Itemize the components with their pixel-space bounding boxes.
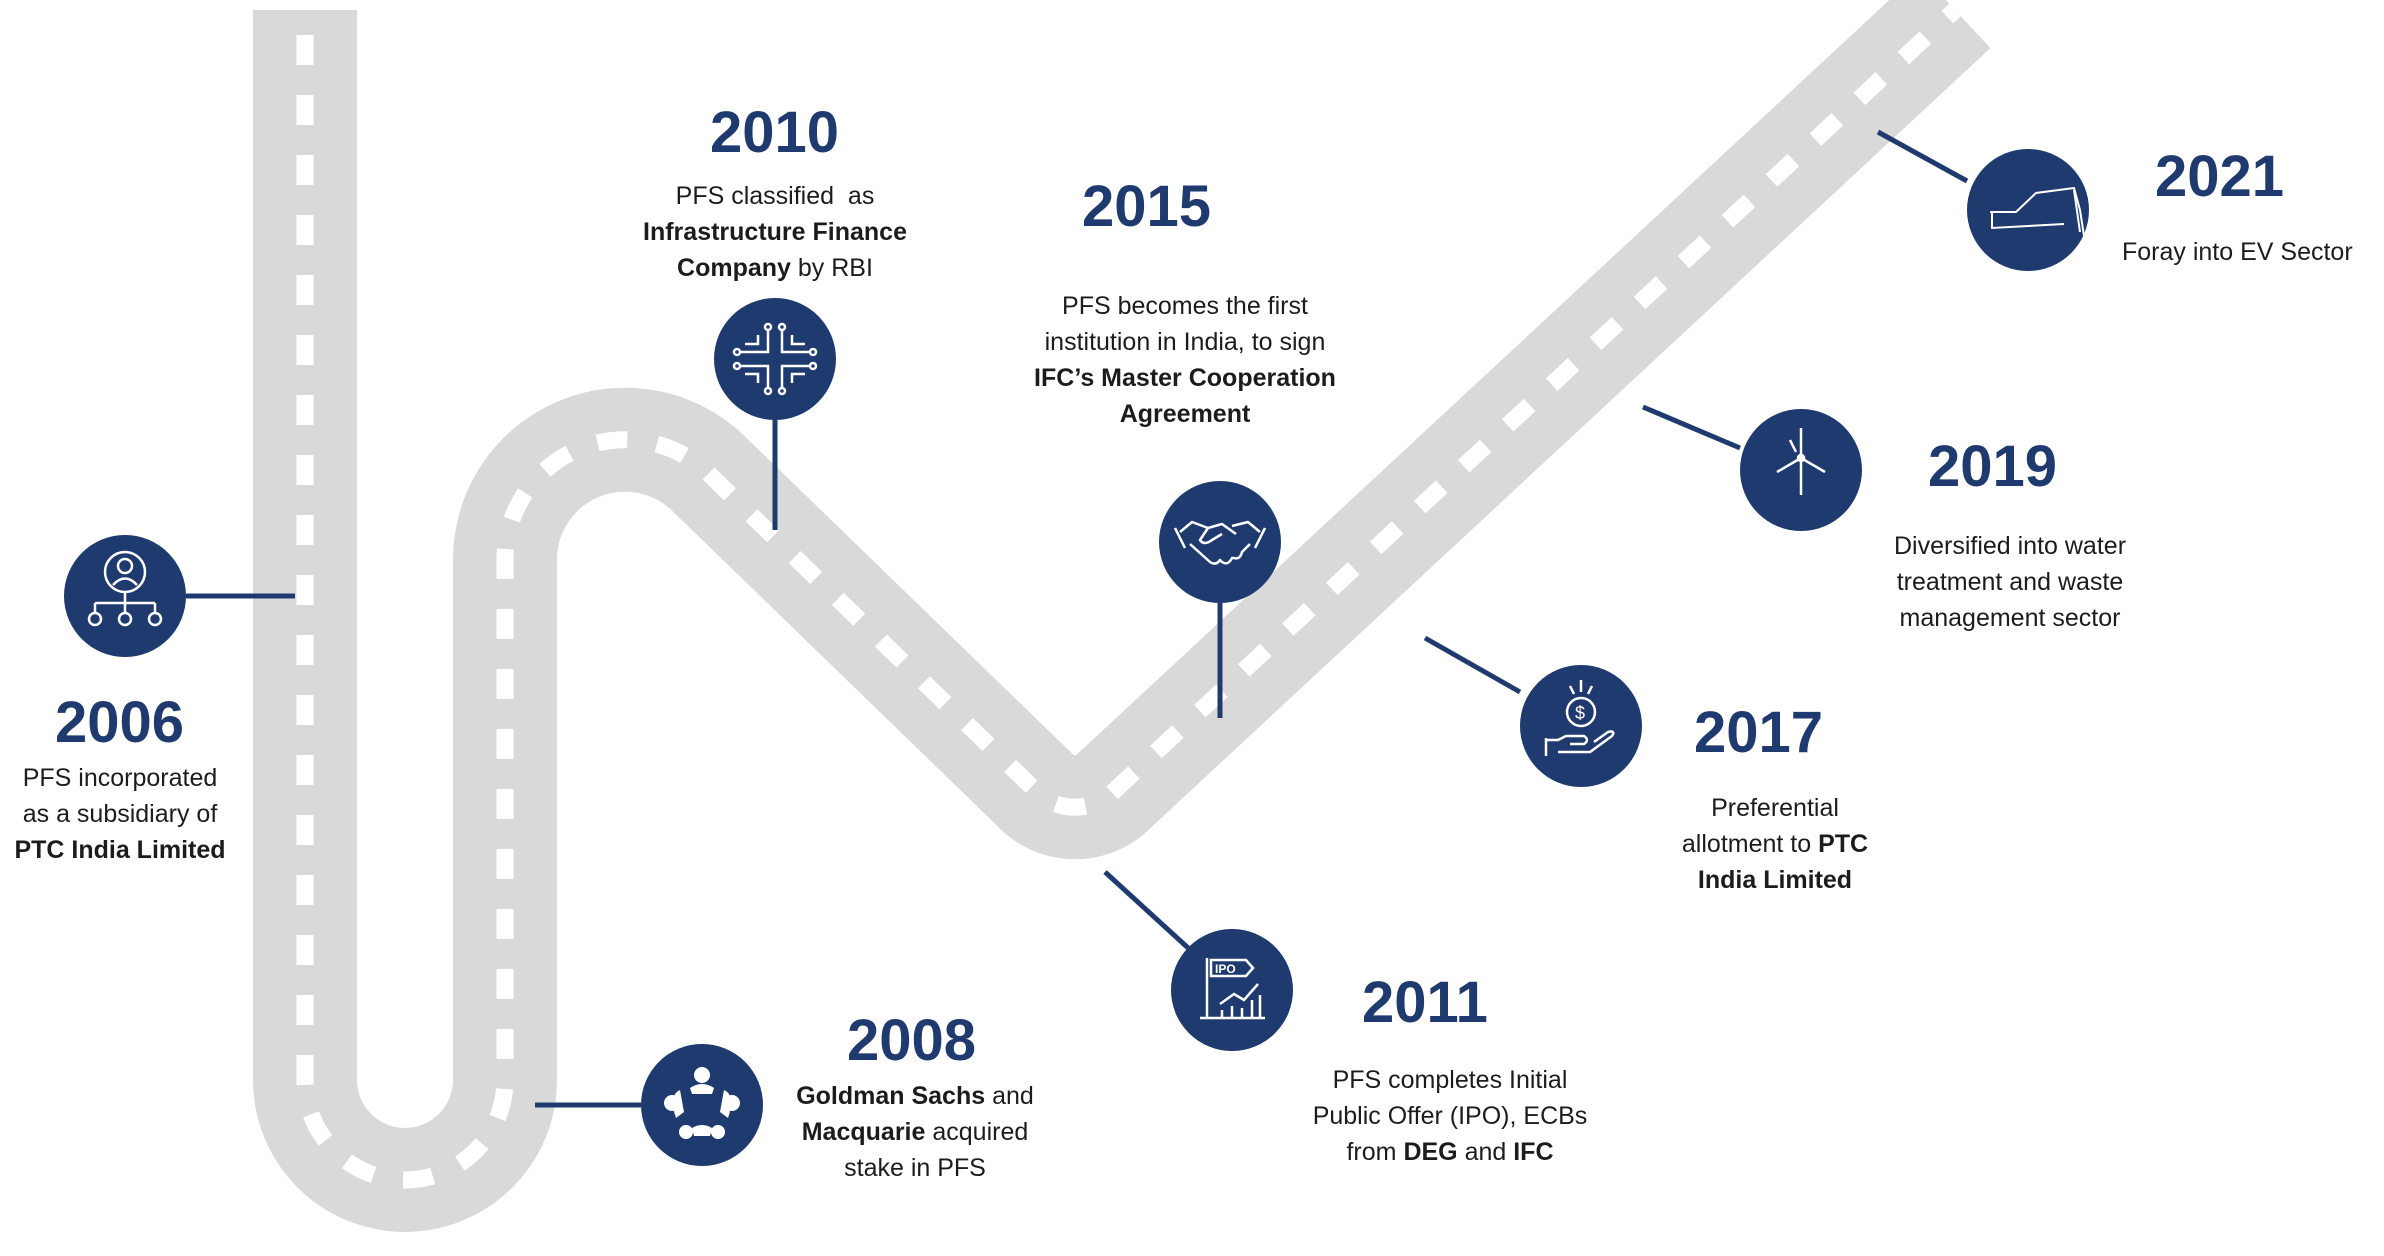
milestone-2008-line3: stake in PFS — [844, 1154, 986, 1182]
milestone-2006-line1: PFS incorporated — [22, 764, 218, 792]
milestone-2010-description: PFS classified as Infrastructure Finance… — [620, 178, 930, 286]
milestone-2006-line3: PTC India Limited — [14, 836, 226, 864]
milestone-2015-year: 2015 — [1082, 174, 1212, 239]
team-circle-icon — [664, 1067, 740, 1139]
milestone-2011-year: 2011 — [1362, 970, 1488, 1035]
milestone-2008-description: Goldman Sachs and Macquarie acquired sta… — [770, 1078, 1060, 1186]
milestone-2011-line3-pre: from — [1346, 1138, 1404, 1166]
circuit-icon — [732, 322, 818, 396]
milestone-2021-line1: Foray into EV Sector — [2122, 238, 2353, 266]
milestone-2019-icon — [1740, 409, 1862, 531]
milestone-2017-icon: $ — [1520, 665, 1642, 787]
milestone-2021-icon — [1967, 149, 2089, 271]
milestone-2015-line4: Agreement — [1119, 400, 1251, 428]
milestone-2017-line3: India Limited — [1697, 866, 1853, 894]
milestone-2008-icon — [641, 1044, 763, 1166]
milestone-2017-description: Preferential allotment to PTC India Limi… — [1630, 790, 1920, 898]
milestone-2010-line1: PFS classified as — [675, 182, 875, 210]
connector-2021 — [1876, 129, 1969, 184]
ipo-chart-icon: IPO — [1200, 958, 1265, 1020]
milestone-2008-year: 2008 — [847, 1008, 977, 1073]
milestone-2019-description: Diversified into water treatment and was… — [1860, 528, 2160, 636]
connector-2017 — [1423, 635, 1522, 695]
milestone-2015-line2: institution in India, to sign — [1044, 328, 1326, 356]
milestone-2019-line3: management sector — [1899, 604, 2121, 632]
milestone-2015-line1: PFS becomes the first — [1062, 292, 1308, 320]
milestone-2019-year: 2019 — [1928, 434, 2058, 499]
milestone-2011-line3-mid: and — [1457, 1138, 1514, 1166]
milestone-2006-line2: as a subsidiary of — [22, 800, 218, 828]
milestone-2015-line3: IFC’s Master Cooperation — [1034, 364, 1336, 392]
milestone-2017-year: 2017 — [1694, 700, 1824, 765]
milestone-2011-line1: PFS completes Initial — [1332, 1066, 1568, 1094]
milestone-2010-line3-bold: Company — [677, 254, 791, 282]
milestone-2010-icon — [714, 298, 836, 420]
handshake-icon — [1173, 520, 1267, 565]
svg-text:IPO: IPO — [1215, 962, 1236, 976]
ev-car-icon — [1990, 186, 2085, 237]
milestone-2015-icon — [1159, 481, 1281, 603]
milestone-2011-icon: IPO — [1171, 929, 1293, 1051]
connector-2011 — [1103, 870, 1200, 959]
connector-2019 — [1642, 404, 1741, 451]
svg-text:$: $ — [1575, 703, 1585, 723]
milestone-2011-line2: Public Offer (IPO), ECBs — [1312, 1102, 1588, 1130]
milestone-2011-line3-bold2: IFC — [1513, 1138, 1554, 1166]
milestone-2010-year: 2010 — [710, 100, 840, 165]
milestone-2008-line2-rest: acquired — [925, 1118, 1029, 1146]
milestone-2017-line2-pre: allotment to — [1681, 830, 1819, 858]
milestone-2019-line2: treatment and waste — [1896, 568, 2124, 596]
milestone-2011-line3-bold1: DEG — [1403, 1138, 1458, 1166]
milestone-2008-line2-bold: Macquarie — [801, 1118, 926, 1146]
milestone-2010-line3-rest: by RBI — [790, 254, 873, 282]
money-hand-icon: $ — [1544, 680, 1615, 756]
wind-turbine-icon — [1776, 428, 1826, 495]
milestone-2006-icon — [64, 535, 186, 657]
milestone-2008-line1-rest: and — [985, 1082, 1034, 1110]
milestone-2021-year: 2021 — [2155, 144, 2285, 209]
milestone-2006-year: 2006 — [55, 690, 185, 755]
milestone-2015-description: PFS becomes the first institution in Ind… — [1005, 288, 1365, 432]
road-center-dashes — [296, 3, 1961, 1189]
milestone-2010-line2: Infrastructure Finance — [643, 218, 907, 246]
milestone-2011-description: PFS completes Initial Public Offer (IPO)… — [1290, 1062, 1610, 1170]
milestone-2021-description: Foray into EV Sector — [2122, 234, 2382, 270]
milestone-2019-line1: Diversified into water — [1893, 532, 2127, 560]
org-chart-person-icon — [87, 550, 163, 627]
milestone-2008-line1-bold: Goldman Sachs — [796, 1082, 986, 1110]
milestone-2017-line1: Preferential — [1711, 794, 1839, 822]
milestone-2006-description: PFS incorporated as a subsidiary of PTC … — [0, 760, 240, 868]
milestone-2017-line2-bold: PTC — [1818, 830, 1869, 858]
